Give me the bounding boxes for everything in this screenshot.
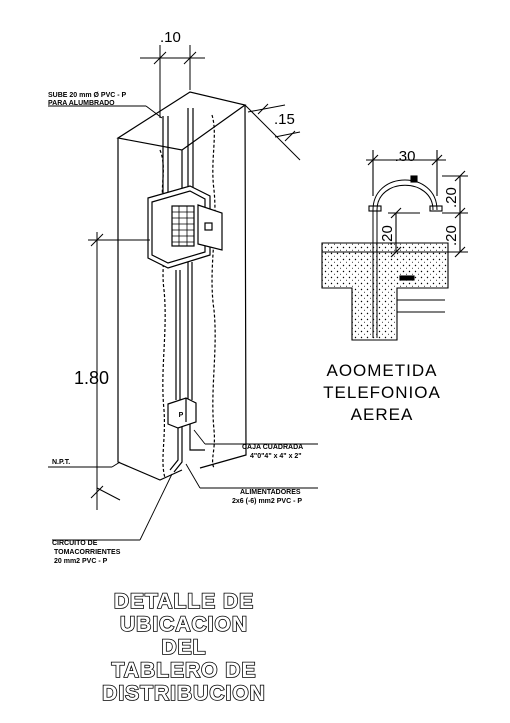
title-line4: TABLERO DE (112, 659, 257, 682)
dimension-lines (48, 45, 301, 510)
drawing-title: DETALLE DE UBICACION DEL TABLERO DE DIST… (101, 589, 266, 706)
caja-line1: CAJA CUADRADA (242, 444, 303, 451)
acometida-h2: .20 (443, 225, 460, 246)
title-line3: DEL (162, 636, 207, 659)
dim-height: 1.80 (74, 368, 109, 388)
npt-label: N.P.T. (52, 459, 70, 466)
acometida-title-line1: AOOMETIDA (326, 361, 437, 380)
acometida-h1: .20 (443, 187, 460, 208)
title-line1: DETALLE DE (114, 590, 254, 613)
sube-line1: SUBE 20 mm Ø PVC - P (48, 92, 127, 99)
distribution-board (147, 185, 223, 269)
circ-line1: CIRCUITO DE (52, 540, 98, 547)
leader-lines (48, 105, 318, 541)
dim-depth: .15 (274, 111, 295, 128)
alim-line2: 2x6 (-6) mm2 PVC - P (232, 498, 302, 505)
caja-line2: 4"0"4" x 4" x 2" (250, 453, 302, 460)
circ-line3: 20 mm2 PVC - P (54, 558, 108, 565)
title-line2: UBICACION (120, 613, 248, 636)
title-line5: DISTRIBUCION (102, 682, 266, 705)
acometida-title-line2: TELEFONIOA (323, 383, 441, 402)
dim-width-top: .10 (160, 29, 181, 46)
conduits (162, 108, 205, 473)
alim-line1: ALIMENTADORES (240, 489, 301, 496)
acometida-h3: .20 (379, 225, 396, 246)
sube-line2: PARA ALUMBRADO (48, 100, 115, 107)
circ-line2: TOMACORRIENTES (54, 549, 121, 556)
acometida-title-line3: AEREA (351, 405, 414, 424)
acometida-width: .30 (395, 148, 416, 165)
box-p-label: P (179, 412, 184, 419)
acometida-detail (321, 150, 468, 341)
junction-box (167, 397, 197, 429)
